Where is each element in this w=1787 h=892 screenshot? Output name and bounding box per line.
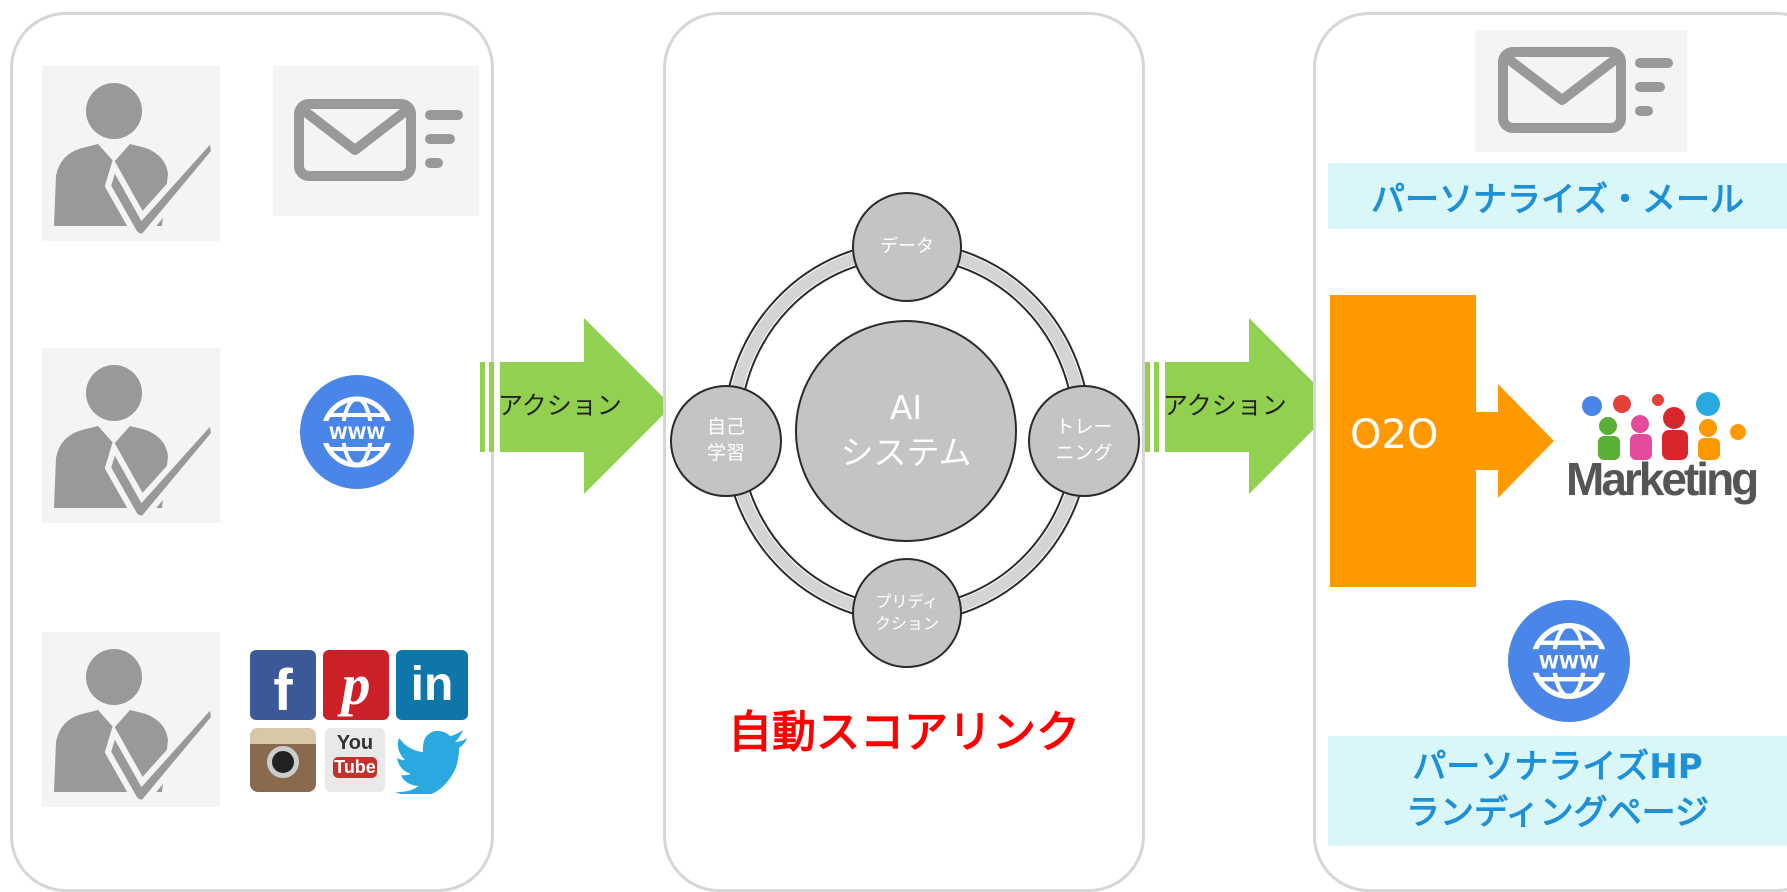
node-data: データ <box>852 192 962 302</box>
youtube-top-text: You <box>336 732 374 754</box>
o2o-arrow <box>1474 384 1554 498</box>
mail-tile <box>273 66 479 216</box>
www-globe-icon: WWW <box>1508 600 1630 722</box>
mail-icon <box>1498 47 1673 133</box>
person-check-icon <box>54 365 218 522</box>
marketing-people-icon <box>1582 392 1746 460</box>
person-tile <box>42 66 220 241</box>
auto-scoring-title: 自動スコアリンク <box>728 707 1080 758</box>
marketing-label: Marketing <box>1566 453 1759 505</box>
personalized-mail-label: パーソナライズ・メール <box>1328 163 1787 229</box>
person-tile <box>42 632 220 807</box>
ai-system-node: AI システム <box>795 320 1017 542</box>
hp-label-line1: パーソナライズHP <box>1412 747 1703 788</box>
www-globe-icon: WWW <box>300 375 414 489</box>
facebook-letter: f <box>273 658 293 723</box>
youtube-icon: You Tube <box>325 728 385 792</box>
linkedin-letters: in <box>410 658 454 711</box>
linkedin-icon: in <box>396 650 468 720</box>
o2o-box <box>1330 295 1476 587</box>
person-check-icon <box>54 649 218 806</box>
twitter-bird-icon <box>395 730 467 794</box>
svg-text:WWW: WWW <box>1539 652 1599 673</box>
mail-icon <box>294 99 463 181</box>
person-check-icon <box>54 83 218 240</box>
facebook-icon: f <box>250 650 316 720</box>
o2o-label: O2O <box>1350 412 1439 458</box>
youtube-bottom-text: Tube <box>333 757 377 778</box>
ai-system-line1: AI <box>889 388 923 428</box>
hp-label-line2: ランディングページ <box>1406 793 1709 833</box>
instagram-icon <box>250 728 316 792</box>
pinterest-icon: p <box>323 650 389 720</box>
personalized-hp-label: パーソナライズHP ランディングページ <box>1328 736 1787 846</box>
mail-tile-right <box>1475 30 1687 152</box>
svg-text:WWW: WWW <box>329 424 386 444</box>
pinterest-letter: p <box>341 652 371 717</box>
action-label-2: アクション <box>1163 391 1287 420</box>
person-tile <box>42 348 220 523</box>
action-arrow-1 <box>480 318 672 494</box>
action-arrow-2 <box>1145 318 1337 494</box>
action-label-1: アクション <box>498 391 622 420</box>
node-training: トレー ニング <box>1028 385 1140 497</box>
node-prediction: プリディ クション <box>852 558 962 668</box>
ai-system-line2: システム <box>840 433 972 472</box>
node-self-learning: 自己 学習 <box>670 385 782 497</box>
social-media-icons: f p in You Tube <box>250 650 470 795</box>
